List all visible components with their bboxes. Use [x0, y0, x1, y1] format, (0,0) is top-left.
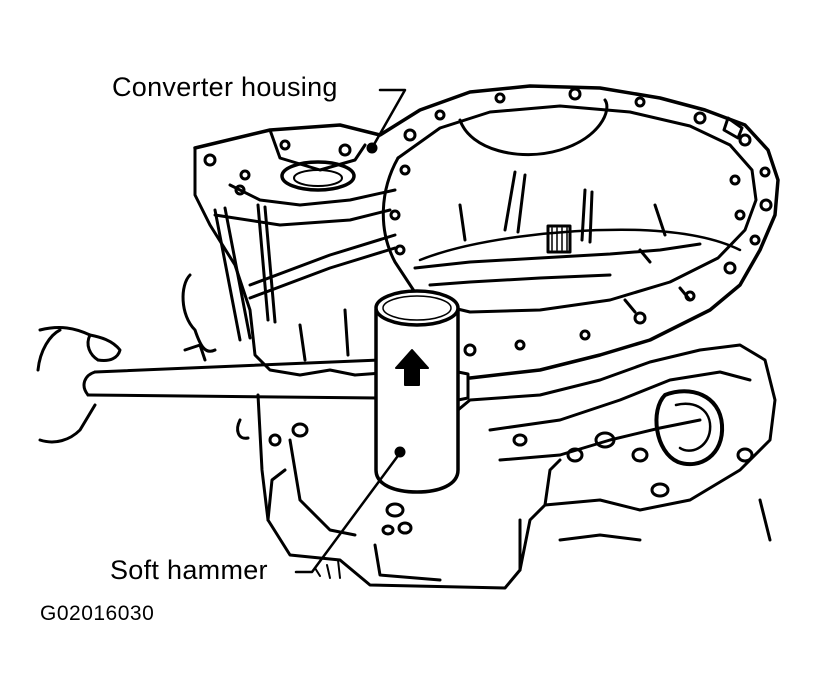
transmission-case [181, 273, 777, 590]
figure-id: G02016030 [40, 602, 155, 625]
converter-housing-leader [370, 88, 407, 150]
soft-hammer-label: Soft hammer [110, 555, 268, 585]
converter-housing-label: Converter housing [112, 72, 338, 102]
converter-housing [193, 84, 780, 380]
soft-hammer [374, 289, 470, 494]
soft-hammer-leader [294, 451, 402, 574]
hand-with-handle [36, 326, 382, 444]
